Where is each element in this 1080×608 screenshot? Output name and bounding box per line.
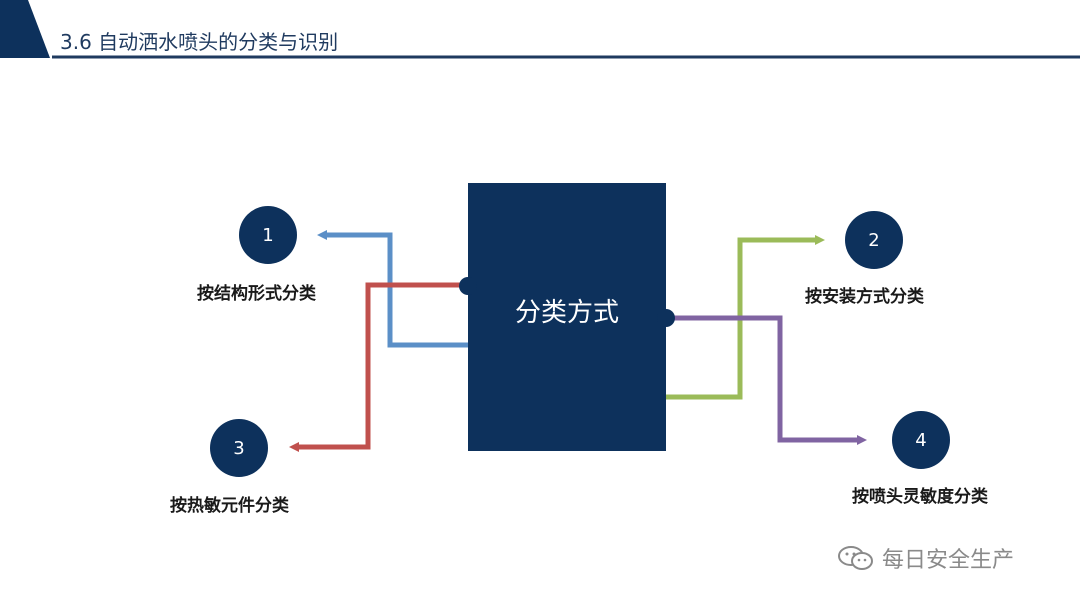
category-label-2: 按安装方式分类 (805, 287, 924, 307)
connector-1-structure (317, 230, 468, 348)
category-label-1: 按结构形式分类 (197, 284, 316, 304)
left-connector-dot (459, 277, 477, 295)
header-bar: 3.6 自动洒水喷头的分类与识别 (0, 0, 1080, 60)
number-circle-3: 3 (210, 419, 268, 477)
number-circle-4: 4 (892, 411, 950, 469)
connector-4-sensitivity (666, 315, 867, 445)
right-connector-dot (657, 309, 675, 327)
center-label: 分类方式 (514, 298, 619, 328)
connector-3-thermal (289, 282, 468, 452)
header-graphic (0, 0, 1080, 59)
page-title: 3.6 自动洒水喷头的分类与识别 (60, 30, 339, 54)
watermark-text: 每日安全生产 (882, 548, 1015, 573)
header-corner-shape (0, 0, 50, 58)
watermark: 每日安全生产 (836, 542, 1014, 574)
category-label-4: 按喷头灵敏度分类 (852, 487, 988, 507)
center-box (468, 183, 666, 451)
number-circle-2: 2 (845, 211, 903, 269)
wechat-icon (838, 546, 873, 570)
number-circle-1: 1 (239, 206, 297, 264)
category-label-3: 按热敏元件分类 (170, 496, 289, 516)
